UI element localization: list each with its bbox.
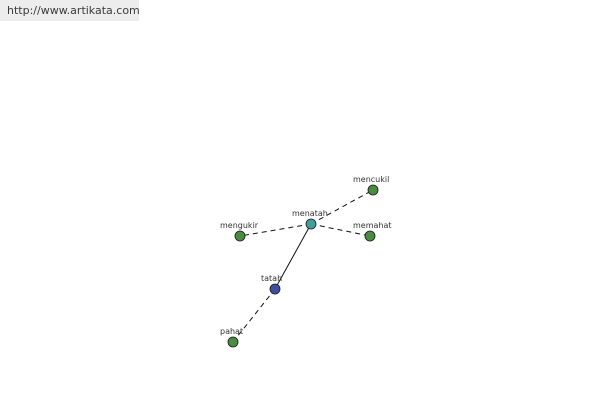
node-mengukir[interactable]: mengukir — [220, 221, 259, 242]
node-label-tatah: tatah — [261, 274, 282, 283]
node-label-mengukir: mengukir — [220, 221, 259, 230]
edge-menatah-tatah — [274, 223, 312, 290]
node-label-mencukil: mencukil — [353, 175, 389, 184]
node-memahat[interactable]: memahat — [353, 221, 392, 242]
node-pahat[interactable]: pahat — [220, 327, 243, 348]
site-watermark: http://www.artikata.com — [0, 0, 140, 21]
edge-menatah-memahat — [310, 223, 371, 237]
node-label-memahat: memahat — [353, 221, 392, 230]
node-circle-mencukil[interactable] — [367, 184, 379, 196]
node-tatah[interactable]: tatah — [261, 274, 282, 295]
nodes-layer: mencukil menatah mengukir memahat tatah pahat — [220, 175, 392, 348]
edge-menatah-mencukil — [310, 189, 374, 225]
node-label-menatah: menatah — [292, 209, 328, 218]
node-mencukil[interactable]: mencukil — [353, 175, 389, 196]
node-menatah[interactable]: menatah — [292, 209, 328, 230]
node-circle-menatah[interactable] — [305, 218, 317, 230]
node-label-pahat: pahat — [220, 327, 243, 336]
node-circle-pahat[interactable] — [227, 336, 239, 348]
edge-menatah-mengukir — [239, 223, 312, 237]
node-circle-tatah[interactable] — [269, 283, 281, 295]
edge-tatah-pahat — [232, 288, 276, 343]
node-circle-mengukir[interactable] — [234, 230, 246, 242]
node-circle-memahat[interactable] — [364, 230, 376, 242]
edges-layer — [232, 189, 374, 343]
